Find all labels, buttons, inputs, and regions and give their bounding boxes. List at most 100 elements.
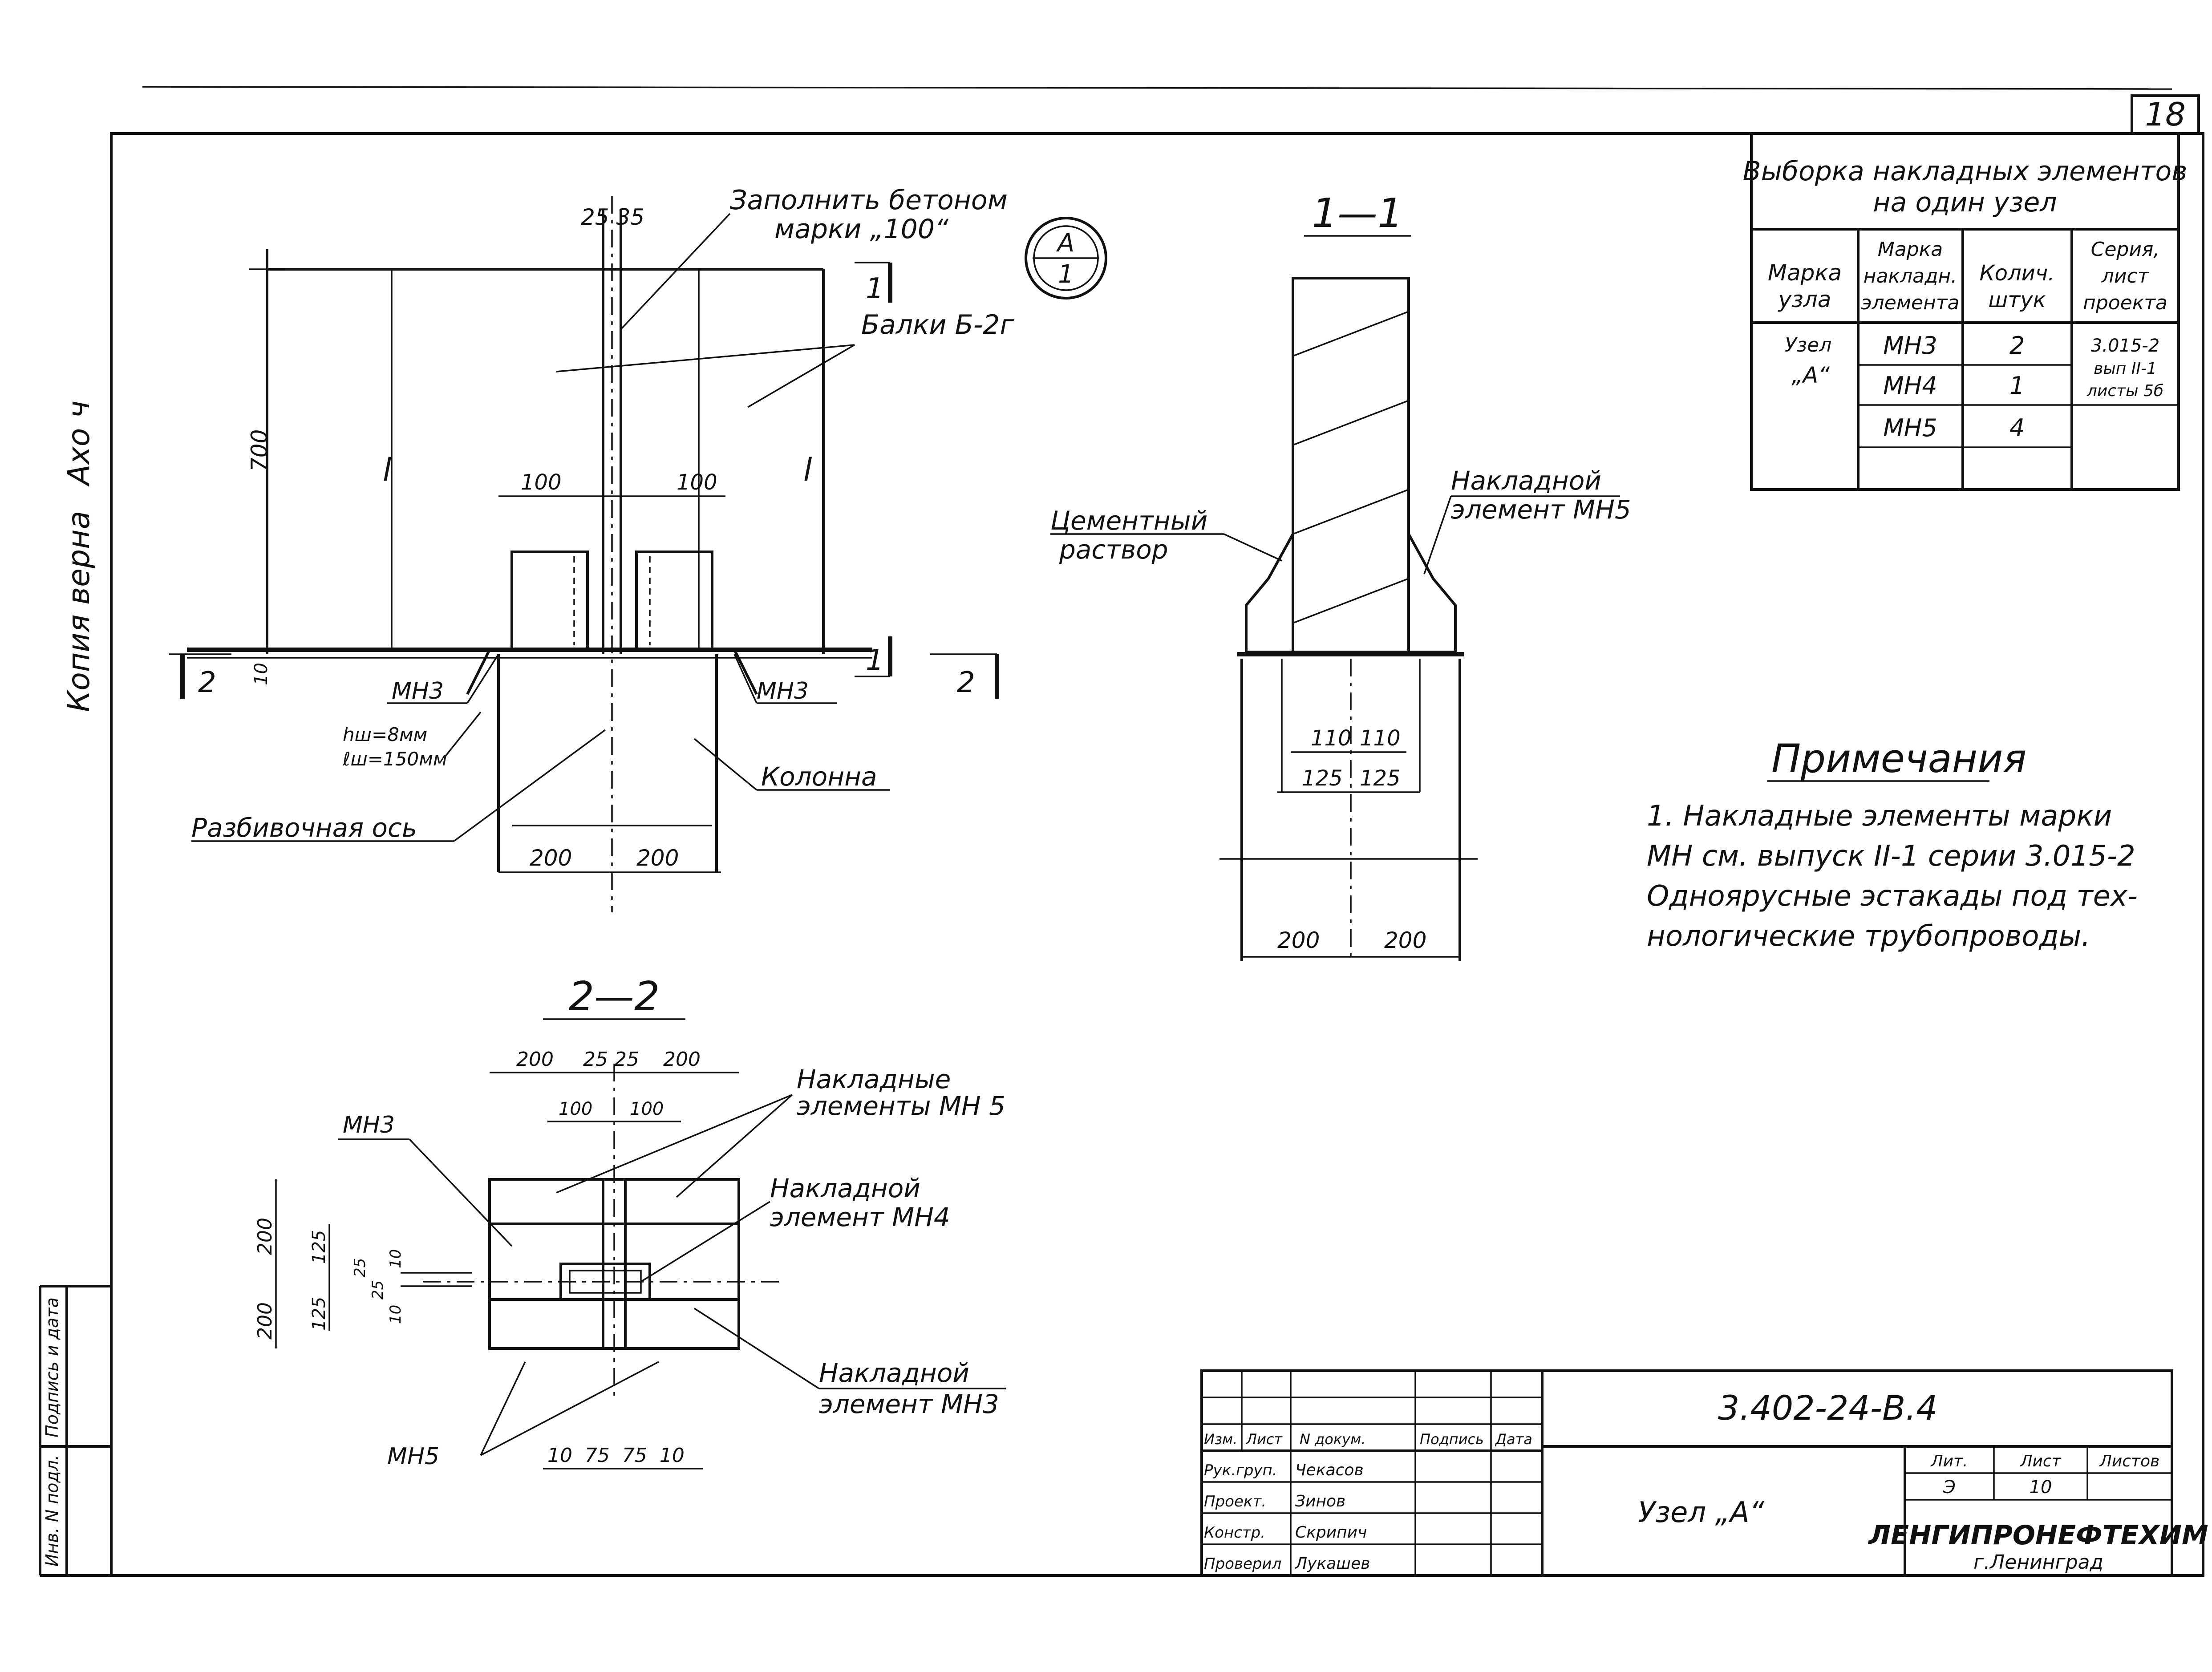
- hdr-node-mark-2: узла: [1778, 287, 1831, 312]
- s22-bottom-dims: 10 75 75 10: [547, 1444, 685, 1467]
- dim-200-left: 200: [530, 845, 572, 871]
- tb-col-list: Лист: [1246, 1431, 1283, 1448]
- tb-stage-lit-value: Э: [1943, 1477, 1956, 1498]
- tb-stage-sheet-value: 10: [2030, 1477, 2052, 1498]
- inv-no-label: Инв. N подл.: [42, 1455, 62, 1567]
- s22-left-125-top: 125: [309, 1230, 329, 1264]
- cut-2-left: 2: [198, 666, 216, 699]
- s22-left-125-bottom: 125: [309, 1297, 329, 1331]
- fill-note-line1: Заполнить бетоном: [730, 185, 1008, 216]
- sign-date-label: Подпись и дата: [42, 1297, 62, 1437]
- tb-name-4: Лукашев: [1294, 1555, 1370, 1573]
- tb-stage-sheet: Лист: [2019, 1452, 2061, 1470]
- cut-1-bottom: 1: [866, 644, 884, 677]
- tb-name-3: Скрипич: [1295, 1523, 1367, 1542]
- axis-label: Разбивочная ось: [191, 813, 417, 843]
- hdr-qty-2: штук: [1988, 287, 2046, 312]
- s22-top-200-left: 200: [516, 1048, 554, 1071]
- tb-col-sign: Подпись: [1420, 1431, 1484, 1448]
- organization-name: ЛЕНГИПРОНЕФТЕХИМ: [1868, 1520, 2208, 1551]
- cut-1-top: 1: [866, 272, 884, 305]
- dim-l-left: l: [383, 452, 392, 488]
- dim-110-left: 110: [1311, 726, 1352, 751]
- hdr-elem-mark-2: накладн.: [1864, 265, 1957, 287]
- row-1-element: МН3: [1883, 332, 1937, 360]
- hdr-series-1: Серия,: [2091, 238, 2160, 261]
- beam-label: Балки Б-2г: [861, 309, 1014, 340]
- hdr-series-2: лист: [2101, 265, 2150, 287]
- hdr-qty-1: Колич.: [1980, 261, 2055, 286]
- s22-top-200-right: 200: [663, 1048, 701, 1071]
- hdr-elem-mark-1: Марка: [1878, 238, 1943, 261]
- tb-col-izm: Изм.: [1204, 1431, 1237, 1448]
- s11-dim-200-left: 200: [1277, 927, 1320, 953]
- drawing-title: Узел „А“: [1638, 1496, 1765, 1529]
- node-label-1: Узел: [1785, 334, 1831, 356]
- hdr-node-mark-1: Марка: [1768, 260, 1842, 286]
- mh3-element-line1: Накладной: [819, 1358, 969, 1388]
- s11-dim-200-right: 200: [1384, 927, 1426, 953]
- series-ref-1: 3.015-2: [2091, 336, 2159, 356]
- s22-left-25b: 25: [369, 1280, 387, 1300]
- main-elevation-view: 25 35 700 10 l l 100 100 200 200 Заполни…: [169, 185, 1107, 912]
- left-margin-stamp: Копия верна Ахо ч Подпись и дата Инв. N …: [39, 401, 111, 1577]
- note-line-1: 1. Накладные элементы марки: [1647, 800, 2112, 833]
- mn5-element-line2: элемент МН5: [1451, 494, 1631, 525]
- tb-role-2: Проект.: [1204, 1493, 1266, 1510]
- mn5-element-line1: Накладной: [1451, 466, 1601, 496]
- mn5-top-line1: Накладные: [797, 1064, 951, 1094]
- mn5-top-line2: элементы МН 5: [797, 1091, 1005, 1121]
- weld-l-label: ℓш=150мм: [342, 748, 447, 770]
- tb-role-4: Проверил: [1204, 1555, 1281, 1573]
- s22-left-200-bottom: 200: [254, 1302, 276, 1340]
- mn5-bottom-label: МН5: [387, 1443, 439, 1470]
- mortar-line1: Цементный: [1050, 506, 1207, 536]
- tb-name-1: Чекасов: [1295, 1461, 1364, 1479]
- node-label-2: „А“: [1791, 362, 1830, 388]
- row-3-qty: 4: [2009, 414, 2025, 442]
- tb-col-doc: N докум.: [1300, 1431, 1365, 1448]
- s22-top-25: 25 25: [583, 1048, 639, 1071]
- callout-bottom: 1: [1058, 260, 1074, 289]
- title-block: Изм. Лист N докум. Подпись Дата Рук.груп…: [1200, 1369, 2208, 1577]
- mh3-element-line2: элемент МН3: [819, 1389, 999, 1419]
- hdr-elem-mark-3: элемента: [1861, 291, 1960, 314]
- s22-left-10: 10: [387, 1249, 405, 1268]
- row-1-qty: 2: [2009, 332, 2025, 360]
- tb-role-3: Констр.: [1204, 1524, 1265, 1542]
- tb-stage-sheets: Листов: [2099, 1452, 2159, 1470]
- series-ref-3: листы 5б: [2086, 382, 2163, 400]
- mortar-line2: раствор: [1059, 534, 1168, 565]
- callout-top: А: [1056, 229, 1074, 258]
- spec-title-line1: Выборка накладных элементов: [1742, 156, 2187, 187]
- sheet-frame: 18: [110, 86, 2204, 1577]
- tb-name-2: Зинов: [1295, 1492, 1345, 1510]
- dim-top-25-35: 25 35: [581, 204, 644, 230]
- note-line-2: МН см. выпуск II-1 серии 3.015-2: [1647, 840, 2135, 873]
- mn4-line2: элемент МН4: [770, 1202, 950, 1232]
- copy-verified-note: Копия верна: [61, 511, 97, 712]
- dim-125-right: 125: [1360, 766, 1401, 791]
- dim-110-right: 110: [1360, 726, 1401, 751]
- cut-2-right: 2: [957, 666, 975, 699]
- s22-left-10b: 10: [387, 1305, 405, 1324]
- mn4-line1: Накладной: [770, 1173, 920, 1203]
- fill-note-line2: марки „100“: [774, 214, 949, 245]
- organization-city: г.Ленинград: [1973, 1551, 2103, 1574]
- column-label: Колонна: [761, 761, 877, 792]
- note-line-4: нологические трубопроводы.: [1647, 920, 2090, 953]
- tb-role-1: Рук.груп.: [1204, 1461, 1277, 1479]
- s22-top-100-right: 100: [630, 1099, 664, 1119]
- section-2-2-title: 2—2: [569, 973, 660, 1020]
- mh3-left-label: МН3: [392, 678, 444, 704]
- s22-mh3-label: МН3: [343, 1112, 395, 1138]
- dim-height-700: 700: [247, 429, 272, 472]
- note-line-3: Одноярусные эстакады под тех-: [1647, 880, 2138, 913]
- hdr-series-3: проекта: [2083, 291, 2167, 314]
- weld-h-label: hш=8мм: [343, 724, 427, 745]
- mh3-right-label: МН3: [757, 678, 809, 704]
- copy-verified-signature: Ахо ч: [61, 401, 97, 487]
- spec-table: Выборка накладных элементов на один узел…: [1742, 132, 2188, 491]
- dim-100-left: 100: [521, 470, 562, 495]
